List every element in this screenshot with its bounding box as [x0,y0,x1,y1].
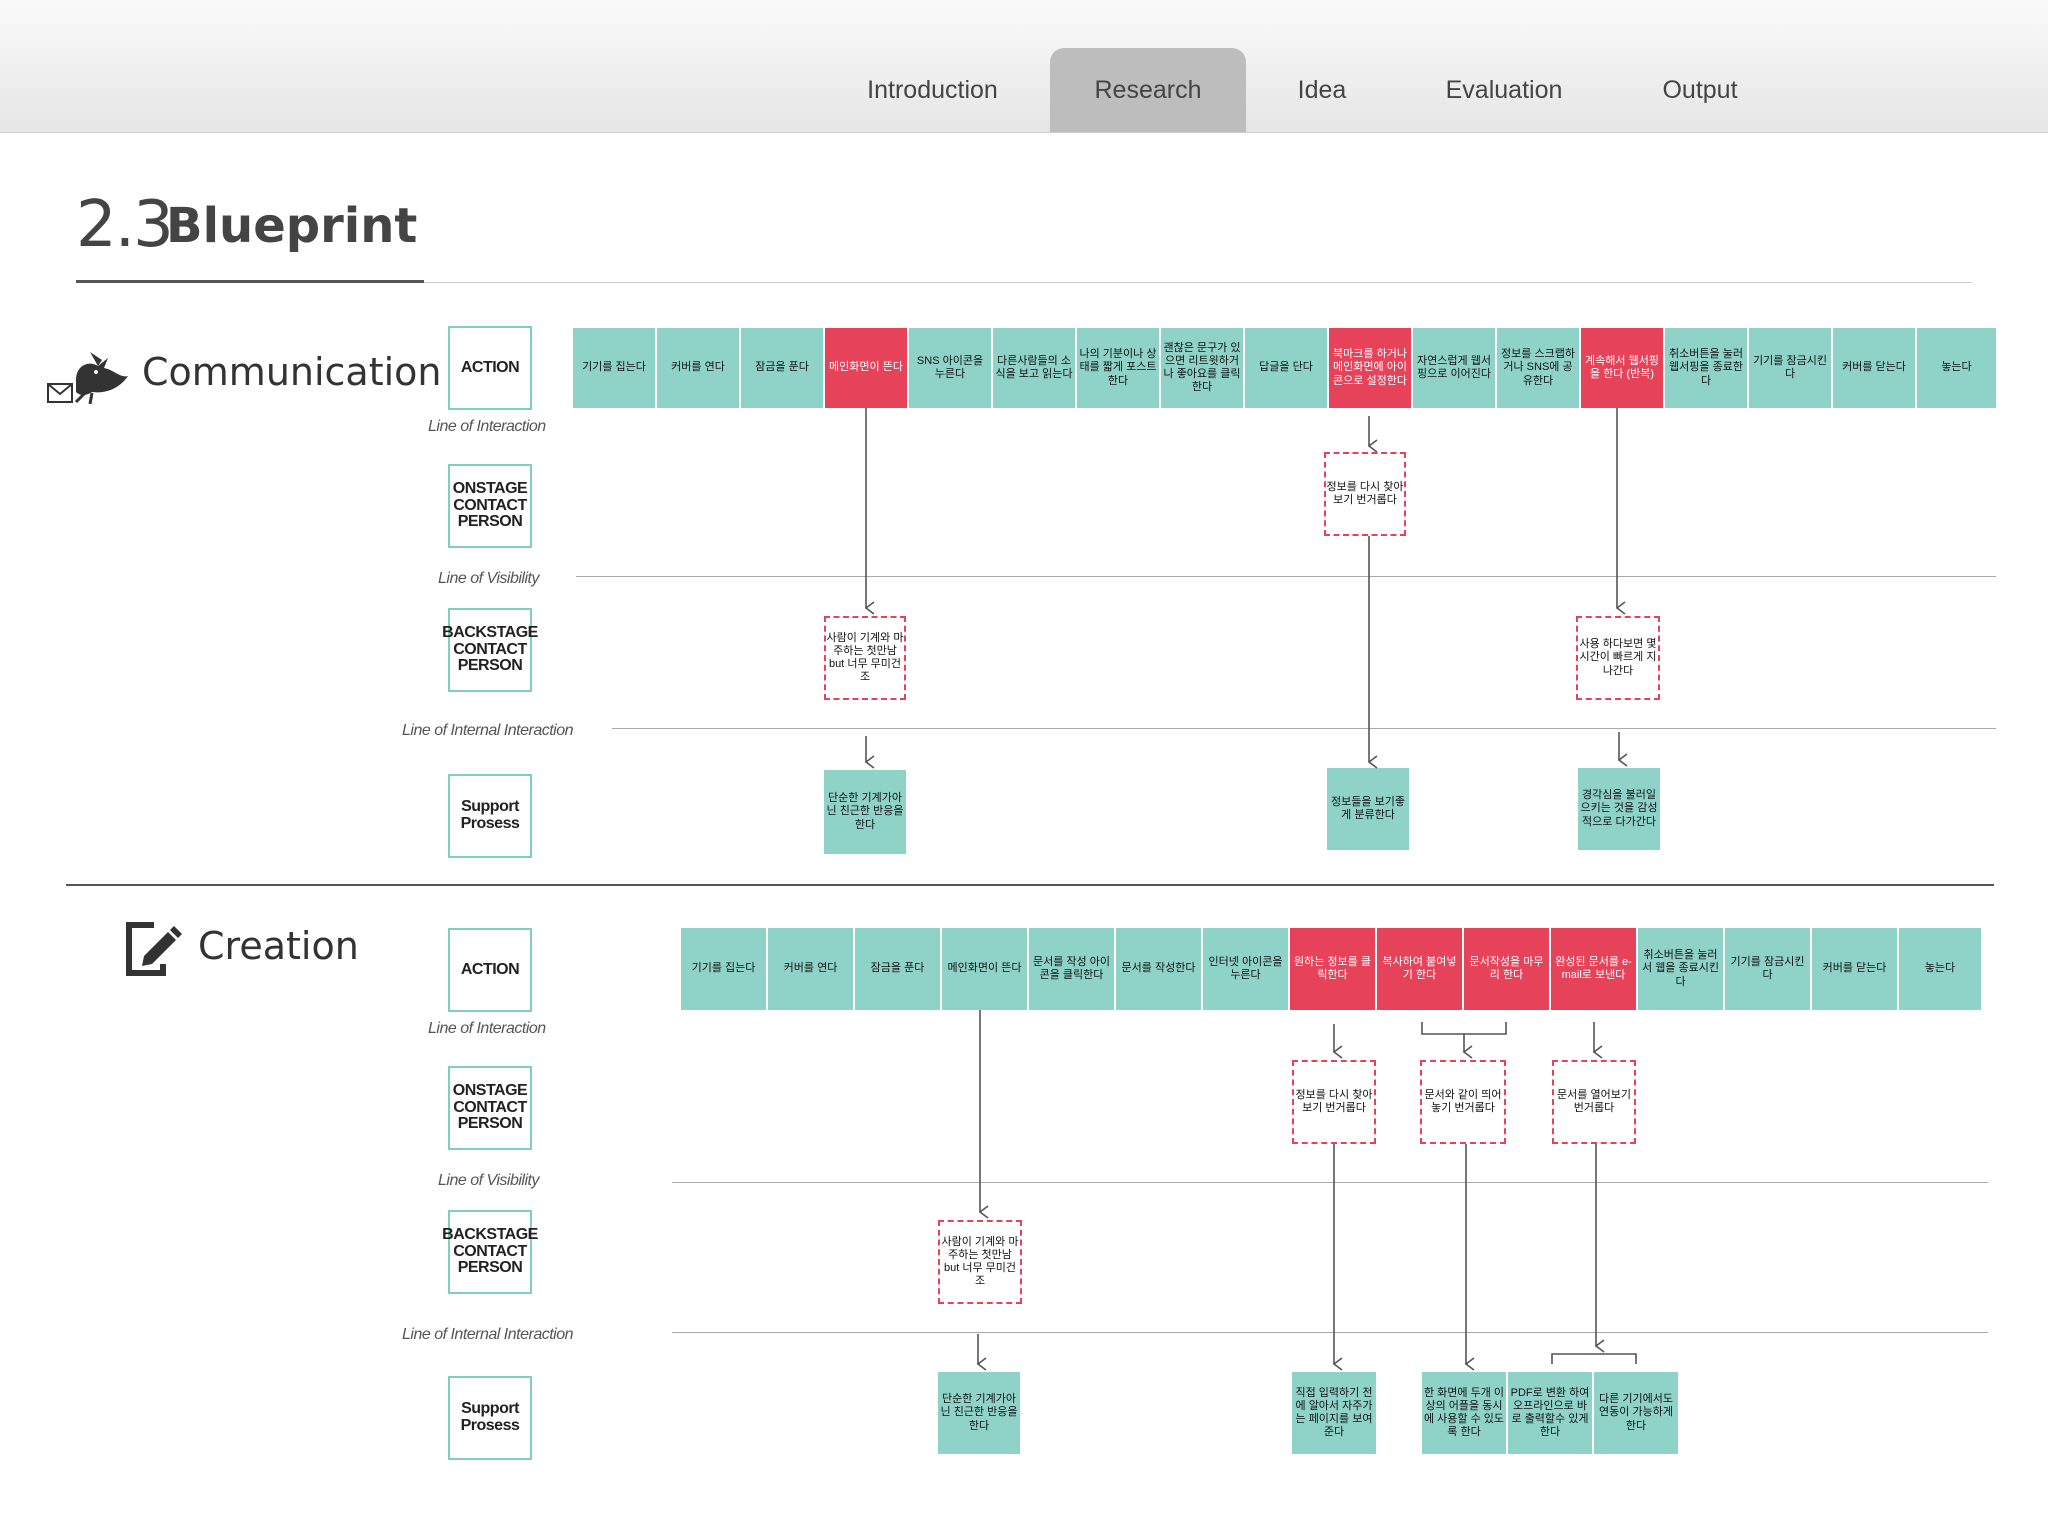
title-rule [424,282,1972,283]
create-action-14: 커버를 닫는다 [1812,928,1897,1010]
line-of-internal-interaction-2 [672,1332,1988,1333]
page-title: Blueprint [166,198,418,254]
top-nav-bar: Introduction Research Idea Evaluation Ou… [0,0,2048,133]
create-action-10: 문서작성을 마무리 한다 [1464,928,1549,1010]
create-action-1: 기기를 집는다 [681,928,766,1010]
create-onstage-note-3: 문서를 열어보기 번거롭다 [1552,1060,1636,1144]
creation-title: Creation [198,924,359,968]
create-action-4: 메인화면이 뜬다 [942,928,1027,1010]
lane-backstage-2: BACKSTAGE CONTACT PERSON [442,1210,538,1294]
comm-support-1: 단순한 기계가아닌 친근한 반응을 한다 [824,770,906,854]
line-of-visibility-label: Line of Visibility [438,570,539,587]
create-action-8: 원하는 정보를 클릭한다 [1290,928,1375,1010]
comm-action-14: 취소버튼을 눌러 웹서핑을 종료한다 [1665,328,1747,408]
create-action-9: 복사하여 붙여넣기 한다 [1377,928,1462,1010]
comm-action-17: 놓는다 [1917,328,1996,408]
comm-action-5: SNS 아이콘을 누른다 [909,328,991,408]
comm-action-10: 북마크를 하거나 메인화면에 아이콘으로 설정한다 [1329,328,1411,408]
comm-support-3: 경각심을 불러일으키는 것을 감성적으로 다가간다 [1578,768,1660,850]
communication-title: Communication [142,350,442,394]
create-action-11: 완성된 문서를 e-mail로 보낸다 [1551,928,1636,1010]
comm-backstage-note-2: 사용 하다보면 몇시간이 빠르게 지나간다 [1576,616,1660,700]
tab-research[interactable]: Research [1050,48,1246,132]
comm-action-15: 기기를 잠금시킨다 [1749,328,1831,408]
lane-support-2: Support Prosess [448,1376,532,1460]
comm-action-8: 괜찮은 문구가 있으면 리트윗하거나 좋아요를 클릭한다 [1161,328,1243,408]
create-support-1: 단순한 기계가아닌 친근한 반응을 한다 [938,1372,1020,1454]
create-action-13: 기기를 잠금시킨다 [1725,928,1810,1010]
comm-action-12: 정보를 스크랩하거나 SNS에 공유한다 [1497,328,1579,408]
lane-onstage: ONSTAGE CONTACT PERSON [448,464,532,548]
lane-action: ACTION [448,326,532,410]
create-support-4: PDF로 변환 하여 오프라인으로 바로 출력할수 있게한다 [1508,1372,1592,1454]
document-edit-icon [126,922,182,976]
create-action-15: 놓는다 [1899,928,1981,1010]
comm-action-4: 메인화면이 뜬다 [825,328,907,408]
create-action-7: 인터넷 아이콘을 누른다 [1203,928,1288,1010]
create-backstage-note-1: 사람이 기계와 마주하는 첫만남 but 너무 무미건조 [938,1220,1022,1304]
create-onstage-note-2: 문서와 같이 띄어놓기 번거롭다 [1420,1060,1506,1144]
lane-action-2: ACTION [448,928,532,1012]
page-title-number: 2.3 [76,188,174,262]
comm-action-9: 답글을 단다 [1245,328,1327,408]
lane-onstage-2: ONSTAGE CONTACT PERSON [448,1066,532,1150]
line-of-interaction-label-2: Line of Interaction [428,1020,546,1037]
create-onstage-note-1: 정보를 다시 찾아보기 번거롭다 [1292,1060,1376,1144]
line-of-visibility-2 [672,1182,1988,1183]
tab-output[interactable]: Output [1662,75,1738,104]
tab-idea[interactable]: Idea [1297,75,1347,104]
comm-action-11: 자연스럽게 웹서핑으로 이어진다 [1413,328,1495,408]
create-action-6: 문서를 작성한다 [1116,928,1201,1010]
title-underline [76,280,424,283]
create-support-3: 한 화면에 두개 이상의 어플을 동시에 사용할 수 있도록 한다 [1422,1372,1506,1454]
comm-action-13: 계속해서 웹서핑을 한다 (반복) [1581,328,1663,408]
line-of-interaction-label: Line of Interaction [428,418,546,435]
bird-mail-icon [47,352,128,405]
tab-evaluation[interactable]: Evaluation [1445,75,1563,104]
comm-action-16: 커버를 닫는다 [1833,328,1915,408]
create-support-2: 직접 입력하기 전에 알아서 자주가는 페이지를 보여준다 [1292,1372,1376,1454]
comm-action-2: 커버를 연다 [657,328,739,408]
line-of-visibility [576,576,1996,577]
line-of-internal-interaction [612,728,1996,729]
comm-onstage-note-1: 정보를 다시 찾아보기 번거롭다 [1324,452,1406,536]
comm-action-7: 나의 기분이나 상태를 짧게 포스트한다 [1077,328,1159,408]
comm-backstage-note-1: 사람이 기계와 마주하는 첫만남 but 너무 무미건조 [824,616,906,700]
line-of-visibility-label-2: Line of Visibility [438,1172,539,1189]
line-of-internal-label-2: Line of Internal Interaction [402,1326,574,1343]
create-action-5: 문서를 작성 아이콘을 클릭한다 [1029,928,1114,1010]
comm-action-6: 다른사람들의 소식을 보고 읽는다 [993,328,1075,408]
create-action-2: 커버를 연다 [768,928,853,1010]
section-divider [66,884,1994,886]
comm-action-3: 잠금을 푼다 [741,328,823,408]
comm-support-2: 정보들을 보기좋게 분류한다 [1327,768,1409,850]
lane-support: Support Prosess [448,774,532,858]
tab-introduction[interactable]: Introduction [867,75,998,104]
lane-backstage: BACKSTAGE CONTACT PERSON [442,608,538,692]
create-action-3: 잠금을 푼다 [855,928,940,1010]
create-action-12: 취소버튼을 눌러서 웹을 종료시킨다 [1638,928,1723,1010]
create-support-5: 다른 기기에서도 연동이 가능하게 한다 [1594,1372,1678,1454]
comm-action-1: 기기를 집는다 [573,328,655,408]
line-of-internal-label: Line of Internal Interaction [402,722,574,739]
